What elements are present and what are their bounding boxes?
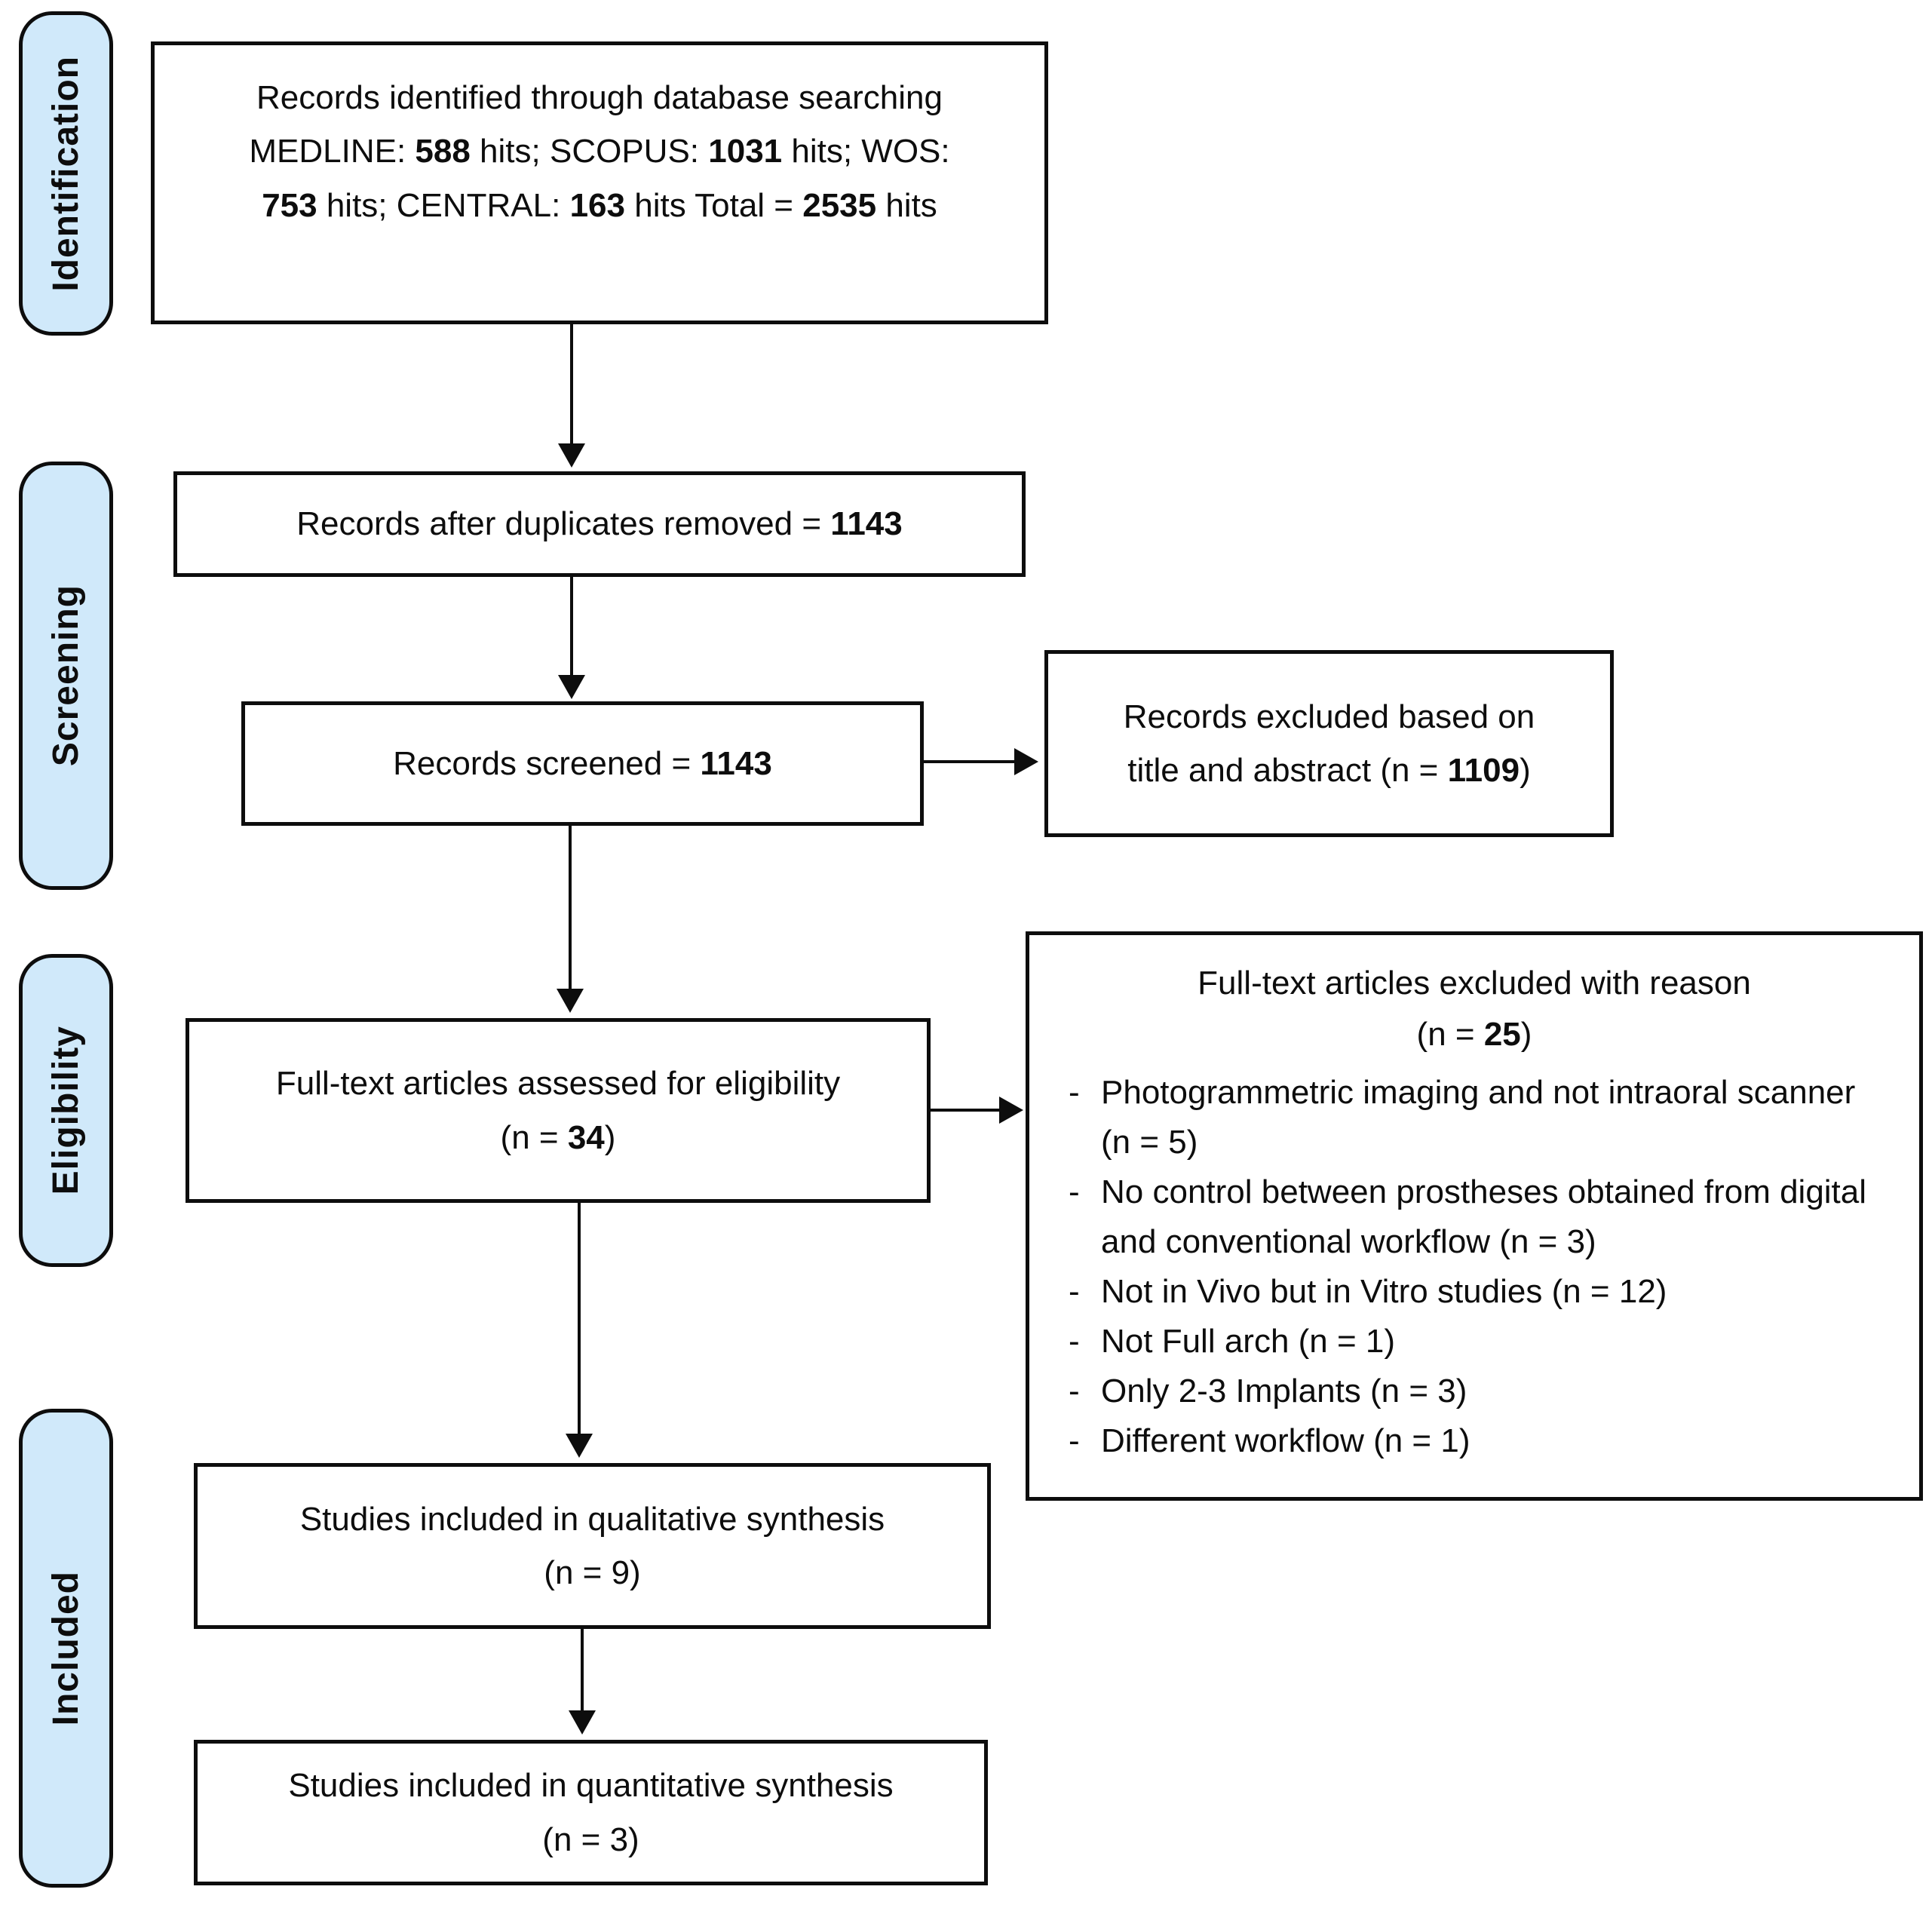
arrow-head [566, 1434, 593, 1458]
arrow-shaft [581, 1629, 584, 1712]
box-fulltext-assessed-line2: (n = 34) [500, 1118, 616, 1156]
box-fulltext-assessed: Full-text articles assessed for eligibil… [186, 1018, 931, 1203]
box-qualitative-synthesis-line1: Studies included in qualitative synthesi… [299, 1500, 885, 1538]
bullet-dash: - [1069, 1373, 1080, 1410]
box-fulltext-excluded-title: Full-text articles excluded with reason [1198, 965, 1751, 1002]
bullet-dash: - [1069, 1422, 1080, 1460]
box-qualitative-synthesis: Studies included in qualitative synthesi… [194, 1463, 991, 1629]
arrow-shaft [931, 1109, 1001, 1112]
arrow-shaft [570, 577, 573, 676]
bullet-dash: - [1069, 1173, 1080, 1211]
stage-label-identification-text: Identification [46, 55, 86, 292]
box-qualitative-synthesis-line2: (n = 9) [544, 1554, 641, 1591]
arrow-head [999, 1097, 1023, 1124]
box-fulltext-excluded: Full-text articles excluded with reason … [1026, 931, 1923, 1501]
box-records-identified-line3: 753 hits; CENTRAL: 163 hits Total = 2535… [262, 186, 937, 224]
arrow-shaft [570, 324, 573, 445]
arrow-shaft [569, 826, 572, 990]
exclusion-reason-item: - Not Full arch (n = 1) [1060, 1317, 1889, 1367]
stage-label-included-text: Included [46, 1570, 86, 1726]
arrow-shaft [924, 760, 1016, 763]
box-quantitative-synthesis-line2: (n = 3) [542, 1821, 639, 1858]
bullet-dash: - [1069, 1074, 1080, 1112]
exclusion-reason-item: - Not in Vivo but in Vitro studies (n = … [1060, 1267, 1889, 1317]
exclusion-reason-item: - Different workflow (n = 1) [1060, 1416, 1889, 1466]
exclusion-reason-item: - Only 2-3 Implants (n = 3) [1060, 1367, 1889, 1416]
arrow-head [569, 1710, 596, 1735]
box-records-screened-text: Records screened = 1143 [393, 744, 772, 782]
arrow-head [1014, 748, 1038, 775]
box-fulltext-excluded-count: (n = 25) [1416, 1016, 1532, 1054]
stage-label-eligibility-text: Eligibility [46, 1026, 86, 1195]
stage-label-identification: Identification [19, 11, 113, 336]
bullet-dash: - [1069, 1273, 1080, 1311]
arrow-head [557, 989, 584, 1013]
box-duplicates-removed: Records after duplicates removed = 1143 [173, 471, 1026, 577]
box-excluded-title-abstract: Records excluded based on title and abst… [1044, 650, 1614, 837]
stage-label-eligibility: Eligibility [19, 954, 113, 1267]
box-records-screened: Records screened = 1143 [241, 701, 924, 826]
arrow-head [558, 443, 585, 468]
stage-label-screening-text: Screening [46, 584, 86, 767]
box-records-identified-line1: Records identified through database sear… [256, 79, 943, 116]
arrow-head [558, 675, 585, 699]
exclusion-reason-item: - Photogrammetric imaging and not intrao… [1060, 1068, 1889, 1167]
box-records-identified-line2: MEDLINE: 588 hits; SCOPUS: 1031 hits; WO… [249, 133, 950, 170]
box-excluded-title-abstract-line1: Records excluded based on [1123, 698, 1535, 735]
box-excluded-title-abstract-line2: title and abstract (n = 1109) [1127, 752, 1531, 789]
stage-label-screening: Screening [19, 462, 113, 890]
arrow-shaft [578, 1203, 581, 1435]
box-duplicates-removed-text: Records after duplicates removed = 1143 [296, 505, 903, 543]
box-fulltext-assessed-line1: Full-text articles assessed for eligibil… [275, 1065, 841, 1103]
bullet-dash: - [1069, 1323, 1080, 1360]
box-quantitative-synthesis: Studies included in quantitative synthes… [194, 1740, 988, 1885]
box-quantitative-synthesis-line1: Studies included in quantitative synthes… [288, 1767, 894, 1805]
stage-label-included: Included [19, 1409, 113, 1888]
box-records-identified: Records identified through database sear… [151, 41, 1048, 324]
exclusion-reason-item: - No control between prostheses obtained… [1060, 1167, 1889, 1267]
